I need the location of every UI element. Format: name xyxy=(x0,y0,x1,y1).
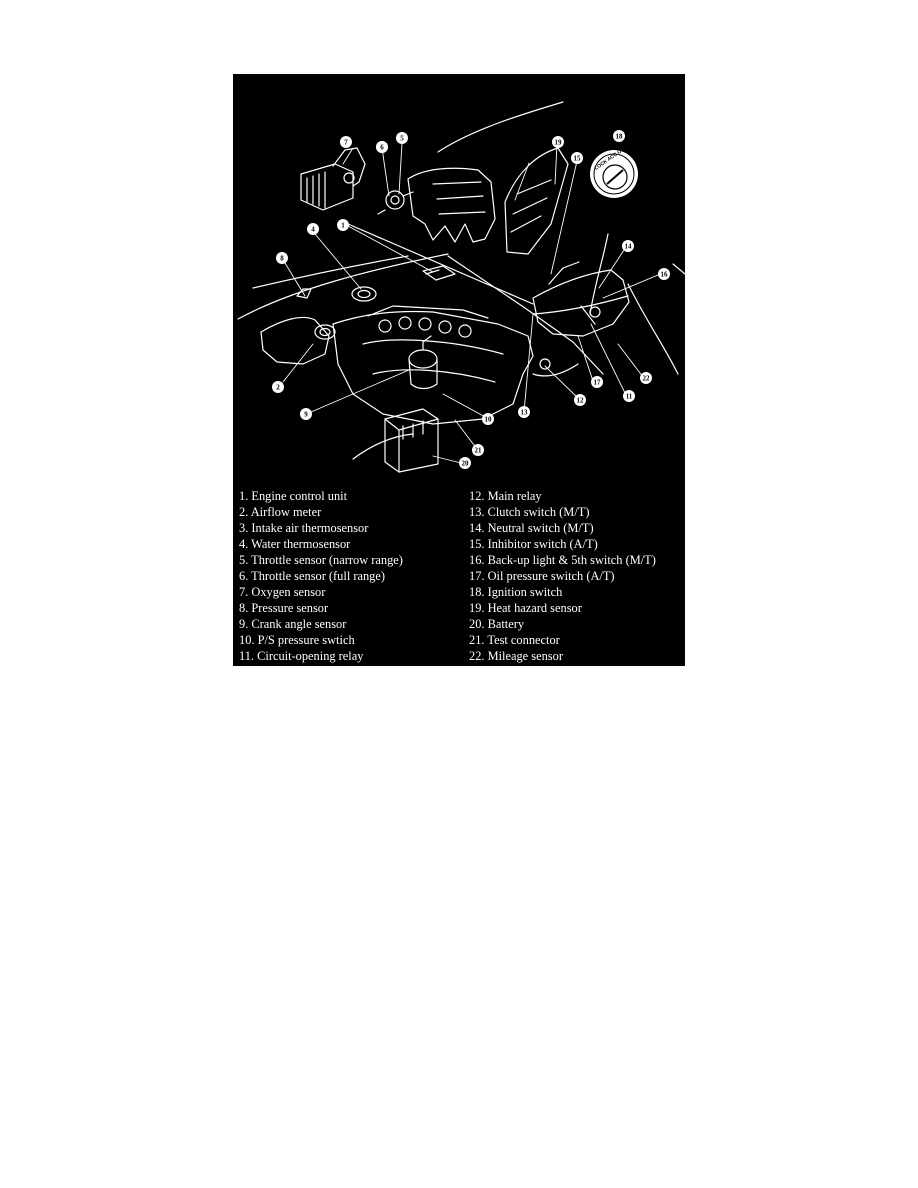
right-edge-line xyxy=(672,263,685,275)
callout-16: 16 xyxy=(658,268,670,280)
callout-6-number: 6 xyxy=(380,144,384,152)
crank-angle-sensor xyxy=(408,335,438,390)
legend-item: 8. Pressure sensor xyxy=(239,601,329,615)
legend-item: 12. Main relay xyxy=(469,489,542,503)
legend-column-left: 1. Engine control unit 2. Airflow meter … xyxy=(239,488,459,664)
oxygen-sensor-inset xyxy=(300,147,366,211)
legend-item: 7. Oxygen sensor xyxy=(239,585,326,599)
callout-17-number: 17 xyxy=(594,379,602,387)
legend-item: 20. Battery xyxy=(469,617,525,631)
callout-17: 17 xyxy=(591,376,603,388)
legend-item: 14. Neutral switch (M/T) xyxy=(469,521,594,535)
callout-20-number: 20 xyxy=(462,460,470,468)
seat-outline xyxy=(504,147,569,255)
callout-14: 14 xyxy=(622,240,634,252)
callout-6b: 6 xyxy=(376,141,388,153)
legend-item: 1. Engine control unit xyxy=(239,489,348,503)
callout-16-number: 16 xyxy=(661,271,669,279)
callout-13: 13 xyxy=(518,406,530,418)
cowl-line xyxy=(252,255,409,289)
callout-4: 4 xyxy=(307,223,319,235)
callout-15: 15 xyxy=(571,152,583,164)
callout-22-number: 22 xyxy=(643,375,651,383)
legend-item: 17. Oil pressure switch (A/T) xyxy=(469,569,615,583)
legend-item: 5. Throttle sensor (narrow range) xyxy=(239,553,403,567)
callout-2-number: 2 xyxy=(276,384,280,392)
callout-1-number: 1 xyxy=(341,222,345,230)
component-location-figure: LOCK ACC ON START 1 2 3 4 5 7 8 9 10 11 … xyxy=(233,74,685,666)
legend-column-right: 12. Main relay 13. Clutch switch (M/T) 1… xyxy=(469,488,685,664)
callout-19-number: 19 xyxy=(555,139,563,147)
callout-2: 2 xyxy=(272,381,284,393)
main-relay xyxy=(539,358,551,370)
callout-22: 22 xyxy=(640,372,652,384)
intake-manifold xyxy=(377,167,496,243)
callout-12-number: 12 xyxy=(577,397,585,405)
callout-5: 5 xyxy=(396,132,408,144)
firewall-upper-line xyxy=(437,101,564,153)
engine-bay-illustration: LOCK ACC ON START 1 2 3 4 5 7 8 9 10 11 … xyxy=(237,101,685,473)
callout-21: 21 xyxy=(472,444,484,456)
airflow-meter xyxy=(260,288,336,365)
pressure-sensor xyxy=(296,288,312,299)
hood-line xyxy=(347,223,534,305)
callout-4-number: 4 xyxy=(311,226,315,234)
floor-line xyxy=(532,295,629,315)
legend-item: 11. Circuit-opening relay xyxy=(239,649,364,663)
callout-18-number: 18 xyxy=(616,133,624,141)
legend-item: 22. Mileage sensor xyxy=(469,649,563,663)
battery xyxy=(352,408,439,473)
callout-13-number: 13 xyxy=(521,409,529,417)
callout-10: 10 xyxy=(482,413,494,425)
callout-7: 7 xyxy=(340,136,352,148)
callout-1: 1 xyxy=(337,219,349,231)
callout-11: 11 xyxy=(623,390,635,402)
water-thermosensor xyxy=(351,286,377,302)
legend-item: 4. Water thermosensor xyxy=(239,537,351,551)
callout-10-number: 10 xyxy=(485,416,493,424)
engine-bay-diagram: LOCK ACC ON START 1 2 3 4 5 7 8 9 10 11 … xyxy=(233,74,685,479)
callout-leaders xyxy=(282,142,659,464)
component-legend: 1. Engine control unit 2. Airflow meter … xyxy=(233,488,685,666)
callout-8-number: 8 xyxy=(280,255,284,263)
callout-12: 12 xyxy=(574,394,586,406)
left-fender-line xyxy=(237,253,449,320)
ignition-switch: LOCK ACC ON START xyxy=(590,136,640,198)
callout-8: 8 xyxy=(276,252,288,264)
callout-11-number: 11 xyxy=(626,393,633,401)
legend-item: 15. Inhibitor switch (A/T) xyxy=(469,537,598,551)
legend-item: 10. P/S pressure swtich xyxy=(239,633,355,647)
legend-item: 13. Clutch switch (M/T) xyxy=(469,505,590,519)
callout-20: 20 xyxy=(459,457,471,469)
callout-18: 18 xyxy=(613,130,625,142)
legend-item: 2. Airflow meter xyxy=(239,505,322,519)
callout-9-number: 9 xyxy=(304,411,308,419)
legend-item: 19. Heat hazard sensor xyxy=(469,601,582,615)
legend-item: 9. Crank angle sensor xyxy=(239,617,347,631)
callout-15-number: 15 xyxy=(574,155,582,163)
transmission-area xyxy=(532,261,630,377)
callout-markers: 1 2 3 4 5 7 8 9 10 11 12 13 14 15 16 17 … xyxy=(272,130,670,469)
ignition-lead-line xyxy=(589,233,609,315)
callout-19: 19 xyxy=(552,136,564,148)
firewall-lower-line xyxy=(447,255,604,375)
legend-item: 16. Back-up light & 5th switch (M/T) xyxy=(469,553,656,567)
legend-item: 6. Throttle sensor (full range) xyxy=(239,569,386,583)
legend-item: 3. Intake air thermosensor xyxy=(239,521,369,535)
callout-9: 9 xyxy=(300,408,312,420)
legend-item: 18. Ignition switch xyxy=(469,585,563,599)
legend-item: 21. Test connector xyxy=(469,633,560,647)
callout-21-number: 21 xyxy=(475,447,483,455)
right-panel-line xyxy=(627,283,679,375)
callout-14-number: 14 xyxy=(625,243,633,251)
callout-7-number: 7 xyxy=(344,139,348,147)
callout-5-number: 5 xyxy=(400,135,404,143)
